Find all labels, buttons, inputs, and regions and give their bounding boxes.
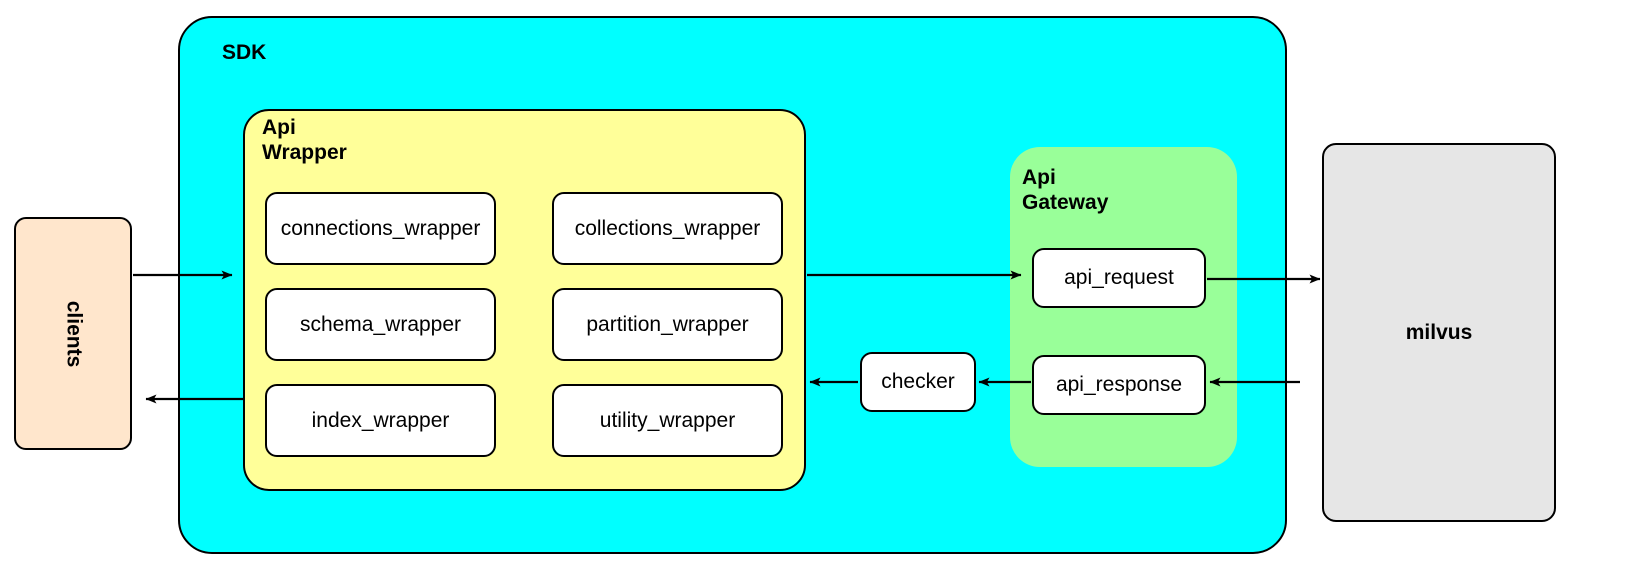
module-index-wrapper[interactable]: index_wrapper <box>265 384 496 457</box>
module-utility-wrapper[interactable]: utility_wrapper <box>552 384 783 457</box>
module-partition-wrapper[interactable]: partition_wrapper <box>552 288 783 361</box>
module-label: utility_wrapper <box>599 408 736 432</box>
milvus-label: milvus <box>1405 320 1473 344</box>
api-response-node[interactable]: api_response <box>1032 355 1206 415</box>
module-schema-wrapper[interactable]: schema_wrapper <box>265 288 496 361</box>
module-label: partition_wrapper <box>586 312 749 336</box>
api-request-label: api_request <box>1064 266 1174 289</box>
module-collections-wrapper[interactable]: collections_wrapper <box>552 192 783 265</box>
sdk-label: SDK <box>222 41 267 64</box>
checker-node[interactable]: checker <box>860 352 976 412</box>
api-gateway-label: Api Gateway <box>1022 166 1109 214</box>
api-response-label: api_response <box>1055 373 1183 396</box>
module-connections-wrapper[interactable]: connections_wrapper <box>265 192 496 265</box>
clients-node[interactable]: clients <box>14 217 132 450</box>
checker-label: checker <box>881 370 955 393</box>
module-label: collections_wrapper <box>574 216 761 240</box>
api-wrapper-label: Api Wrapper <box>262 116 347 164</box>
api-request-node[interactable]: api_request <box>1032 248 1206 308</box>
module-label: schema_wrapper <box>299 312 462 336</box>
module-label: index_wrapper <box>311 408 450 432</box>
clients-label: clients <box>62 300 85 367</box>
milvus-node[interactable]: milvus <box>1322 143 1556 522</box>
module-label: connections_wrapper <box>280 216 481 240</box>
